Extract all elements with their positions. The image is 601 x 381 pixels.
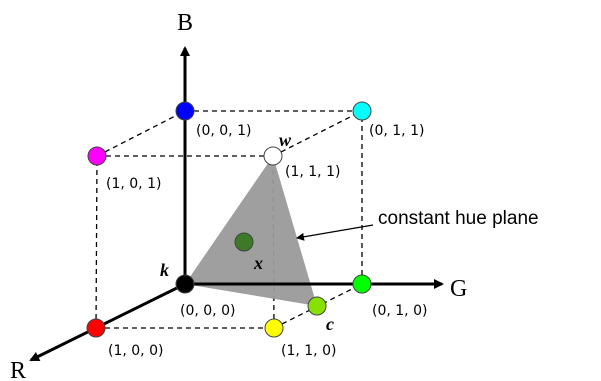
edge-magenta-blue xyxy=(96,110,186,157)
plane-annotation-label: constant hue plane xyxy=(378,208,539,229)
point-label-k: k xyxy=(160,260,169,280)
vertex-green xyxy=(352,274,372,294)
coord-label-red: (1, 0, 0) xyxy=(108,343,163,359)
vertex-yellow xyxy=(264,318,284,338)
vertex-cyan xyxy=(352,101,372,121)
constant-hue-plane xyxy=(185,156,317,306)
plane-annotation-arrow xyxy=(296,224,374,241)
edge-red-magenta xyxy=(95,155,98,329)
g-axis-label: G xyxy=(450,276,467,302)
vertex-magenta xyxy=(87,146,107,166)
axes xyxy=(29,46,444,362)
coord-label-origin: (0, 0, 0) xyxy=(180,303,235,319)
coord-label-white: (1, 1, 1) xyxy=(285,164,340,180)
point-label-c: c xyxy=(326,314,334,334)
cube-vertices xyxy=(86,101,372,338)
coord-label-green: (0, 1, 0) xyxy=(372,303,427,319)
coord-label-cyan: (0, 1, 1) xyxy=(369,123,424,139)
point-label-w: w xyxy=(279,130,292,150)
vertex-blue xyxy=(175,101,195,121)
edge-white-cyan xyxy=(272,110,363,157)
point-label-x: x xyxy=(253,253,263,273)
vertex-origin-black xyxy=(175,274,195,294)
edge-yellow-white xyxy=(272,155,275,329)
point-c xyxy=(307,296,327,316)
r-axis xyxy=(29,282,186,362)
r-axis-label: R xyxy=(10,358,26,381)
point-x xyxy=(234,232,254,252)
coord-label-yellow: (1, 1, 0) xyxy=(281,343,336,359)
coord-label-blue: (0, 0, 1) xyxy=(196,123,251,139)
b-axis-label: B xyxy=(177,10,193,36)
vertex-white xyxy=(263,146,283,166)
vertex-red xyxy=(86,318,106,338)
coord-label-magenta: (1, 0, 1) xyxy=(106,176,161,192)
cube-edges xyxy=(95,110,363,329)
